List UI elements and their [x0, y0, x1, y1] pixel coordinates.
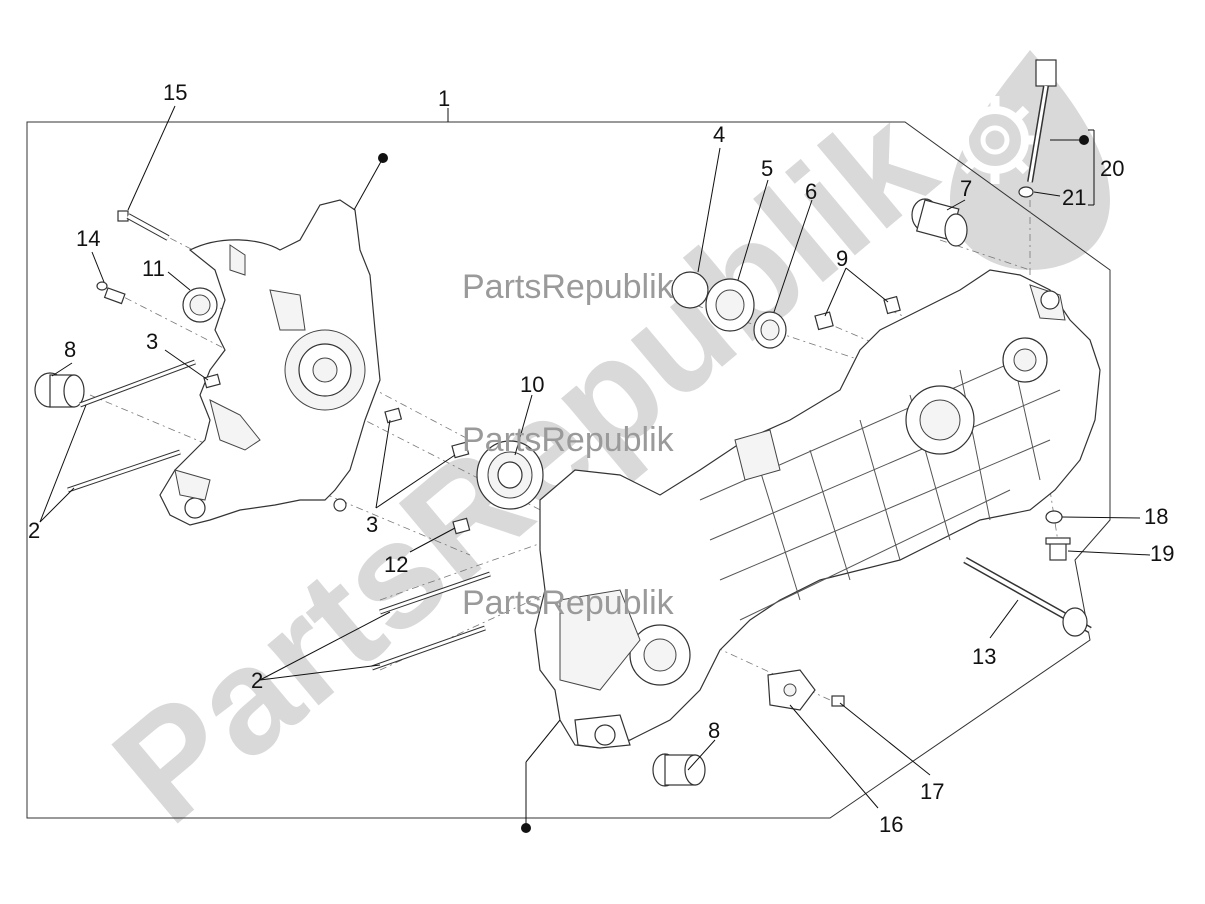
callout-3-left: 3	[146, 329, 158, 354]
callout-8-left: 8	[64, 337, 76, 362]
callout-15: 15	[163, 80, 187, 105]
callout-18: 18	[1144, 504, 1168, 529]
callout-17: 17	[920, 779, 944, 804]
part-10-bearing	[476, 440, 544, 510]
watermark-small-text: PartsRepublik	[462, 268, 675, 306]
part-21-washer	[1018, 186, 1034, 198]
callout-3-center: 3	[366, 512, 378, 537]
part-9-dowels	[814, 295, 901, 331]
part-5-bearing	[705, 278, 755, 332]
bullet-dot-icon	[378, 135, 1089, 833]
callout-2-center: 2	[251, 668, 263, 693]
callout-2-left: 2	[28, 518, 40, 543]
part-8-bushing-left	[34, 372, 85, 408]
callout-10: 10	[520, 372, 544, 397]
part-6-seal	[753, 311, 787, 349]
part-11-seal	[182, 287, 218, 323]
callout-9: 9	[836, 246, 848, 271]
callout-11: 11	[142, 256, 165, 281]
callout-4: 4	[713, 122, 725, 147]
part-13-shaft	[963, 556, 1092, 637]
part-8-bushing-bottom	[652, 753, 706, 787]
leader-lines	[39, 105, 1151, 828]
part-2-studs-center	[371, 571, 491, 671]
callout-16: 16	[879, 812, 903, 837]
callout-21: 21	[1062, 185, 1086, 210]
part-4-circlip	[671, 271, 709, 309]
assembly-frame	[26, 121, 1111, 819]
callout-labels: 1 15 14 11 8 3 2 3 12 2 10 4 5 6 9 7 20 …	[28, 80, 1174, 837]
callout-1: 1	[438, 86, 450, 111]
callout-12: 12	[384, 552, 408, 577]
callout-5: 5	[761, 156, 773, 181]
callout-7: 7	[960, 176, 972, 201]
part-19-plug	[1045, 537, 1071, 561]
watermark-small-3: PartsRepublik	[462, 584, 675, 622]
callout-20: 20	[1100, 156, 1124, 181]
right-crankcase-half	[534, 269, 1101, 749]
part-2-studs-left	[67, 359, 196, 493]
part-15-bolt	[117, 210, 170, 241]
watermark-small-text: PartsRepublik	[462, 421, 675, 459]
callout-8-bottom: 8	[708, 718, 720, 743]
part-20-dipstick	[1027, 59, 1057, 183]
callout-6: 6	[805, 179, 817, 204]
callout-14: 14	[76, 226, 100, 251]
part-18-washer	[1045, 510, 1063, 524]
watermark-small-2: PartsRepublik	[462, 421, 675, 459]
left-crankcase-half	[159, 199, 381, 526]
part-3-dowels	[203, 373, 470, 459]
callout-13: 13	[972, 644, 996, 669]
watermark-small-1: PartsRepublik	[462, 268, 675, 306]
part-16-plate	[767, 669, 816, 711]
part-7-bushing	[911, 198, 968, 247]
part-17-screw	[831, 695, 845, 707]
part-14-pin	[96, 281, 126, 305]
callout-19: 19	[1150, 541, 1174, 566]
watermark-small-text: PartsRepublik	[462, 584, 675, 622]
